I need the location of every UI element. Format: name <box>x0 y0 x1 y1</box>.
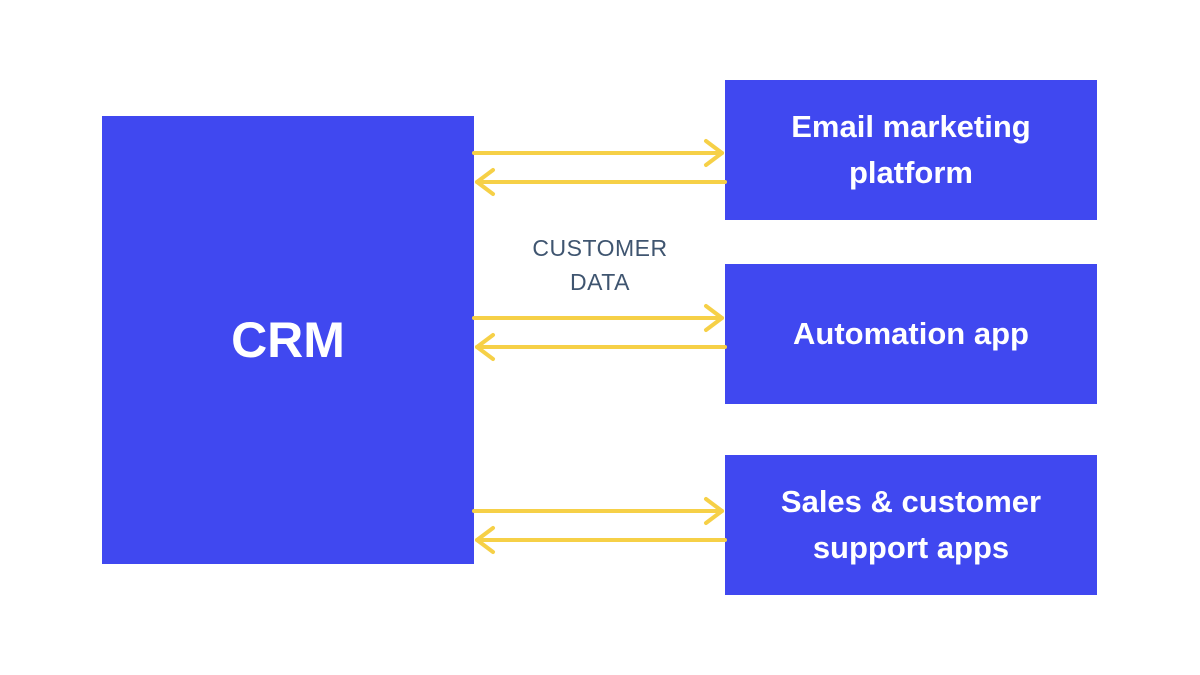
sales-support-label-line1: Sales & customer <box>780 484 1042 519</box>
email-marketing-label-line2: platform <box>848 155 973 190</box>
arrow-to-automation-app <box>472 304 724 332</box>
arrow-to-email-marketing <box>472 139 724 167</box>
crm-label: CRM <box>231 312 345 368</box>
arrow-from-automation-app <box>475 333 727 361</box>
sales-support-label-line2: support apps <box>812 530 1010 565</box>
arrow-from-sales-support <box>475 526 727 554</box>
arrow-to-sales-support <box>472 497 724 525</box>
email-marketing-label-line1: Email marketing <box>791 109 1031 144</box>
automation-app-label: Automation app <box>793 316 1029 351</box>
email-marketing-box: Email marketing platform <box>725 80 1097 220</box>
customer-data-label: CUSTOMER DATA <box>500 231 700 299</box>
customer-data-label-line2: DATA <box>570 269 630 295</box>
automation-app-box: Automation app <box>725 264 1097 404</box>
sales-support-box: Sales & customer support apps <box>725 455 1097 595</box>
customer-data-label-line1: CUSTOMER <box>532 235 668 261</box>
arrow-from-email-marketing <box>475 168 727 196</box>
crm-box: CRM <box>102 116 474 564</box>
